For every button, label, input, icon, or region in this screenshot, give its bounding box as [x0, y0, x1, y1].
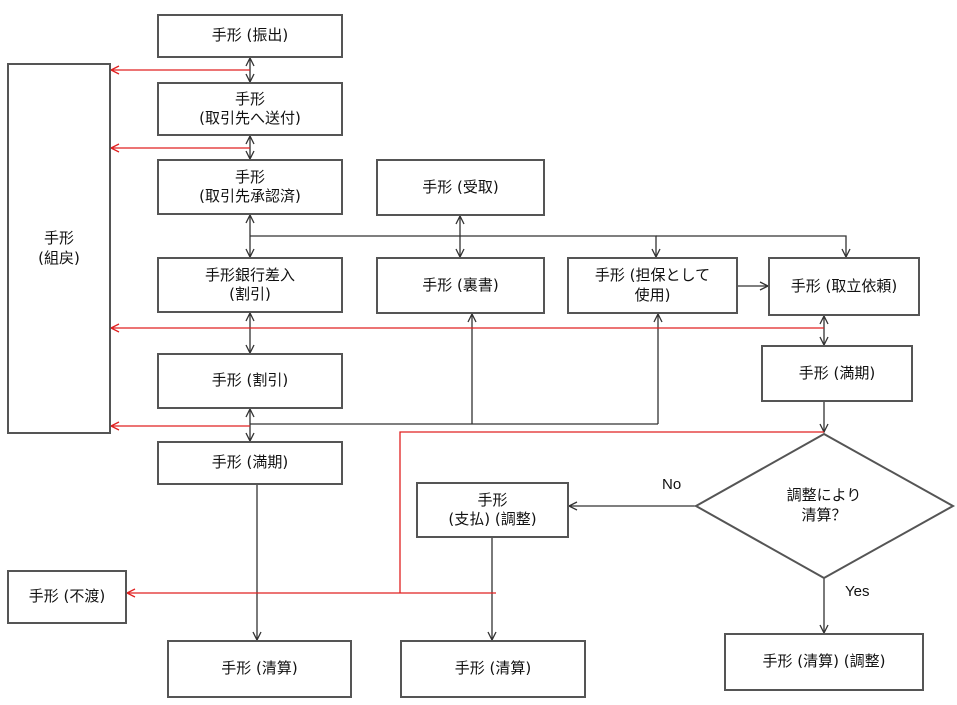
node-fuwatari: 手形 (不渡) — [7, 570, 127, 624]
node-shounin: 手形 (取引先承認済) — [157, 159, 343, 215]
arrow-branch-toritate — [656, 235, 846, 257]
node-shiharai: 手形 (支払) (調整) — [416, 482, 569, 538]
node-seisan-1: 手形 (清算) — [167, 640, 352, 698]
node-seisan-2: 手形 (清算) — [400, 640, 586, 698]
node-waribiki: 手形 (割引) — [157, 353, 343, 409]
label-yes: Yes — [845, 583, 870, 600]
node-ginko-sanyu: 手形銀行差入 (割引) — [157, 257, 343, 313]
red-path-fuwatari — [399, 431, 824, 593]
node-uketori: 手形 (受取) — [376, 159, 545, 216]
node-uragaki: 手形 (裏書) — [376, 257, 545, 314]
node-tanpo: 手形 (担保として 使用) — [567, 257, 738, 314]
arrow-branch-tanpo — [250, 235, 656, 257]
node-furidashi: 手形 (振出) — [157, 14, 343, 58]
node-toritate: 手形 (取立依頼) — [768, 257, 920, 316]
node-manki-left: 手形 (満期) — [157, 441, 343, 485]
node-kumimodoshi: 手形 (組戻) — [7, 63, 111, 434]
node-manki-right: 手形 (満期) — [761, 345, 913, 402]
node-seisan-adjust: 手形 (清算) (調整) — [724, 633, 924, 691]
node-soufu: 手形 (取引先へ送付) — [157, 82, 343, 136]
label-no: No — [662, 476, 682, 493]
decision-label: 調整により 清算？ — [786, 486, 862, 524]
decision-diamond — [693, 432, 956, 580]
